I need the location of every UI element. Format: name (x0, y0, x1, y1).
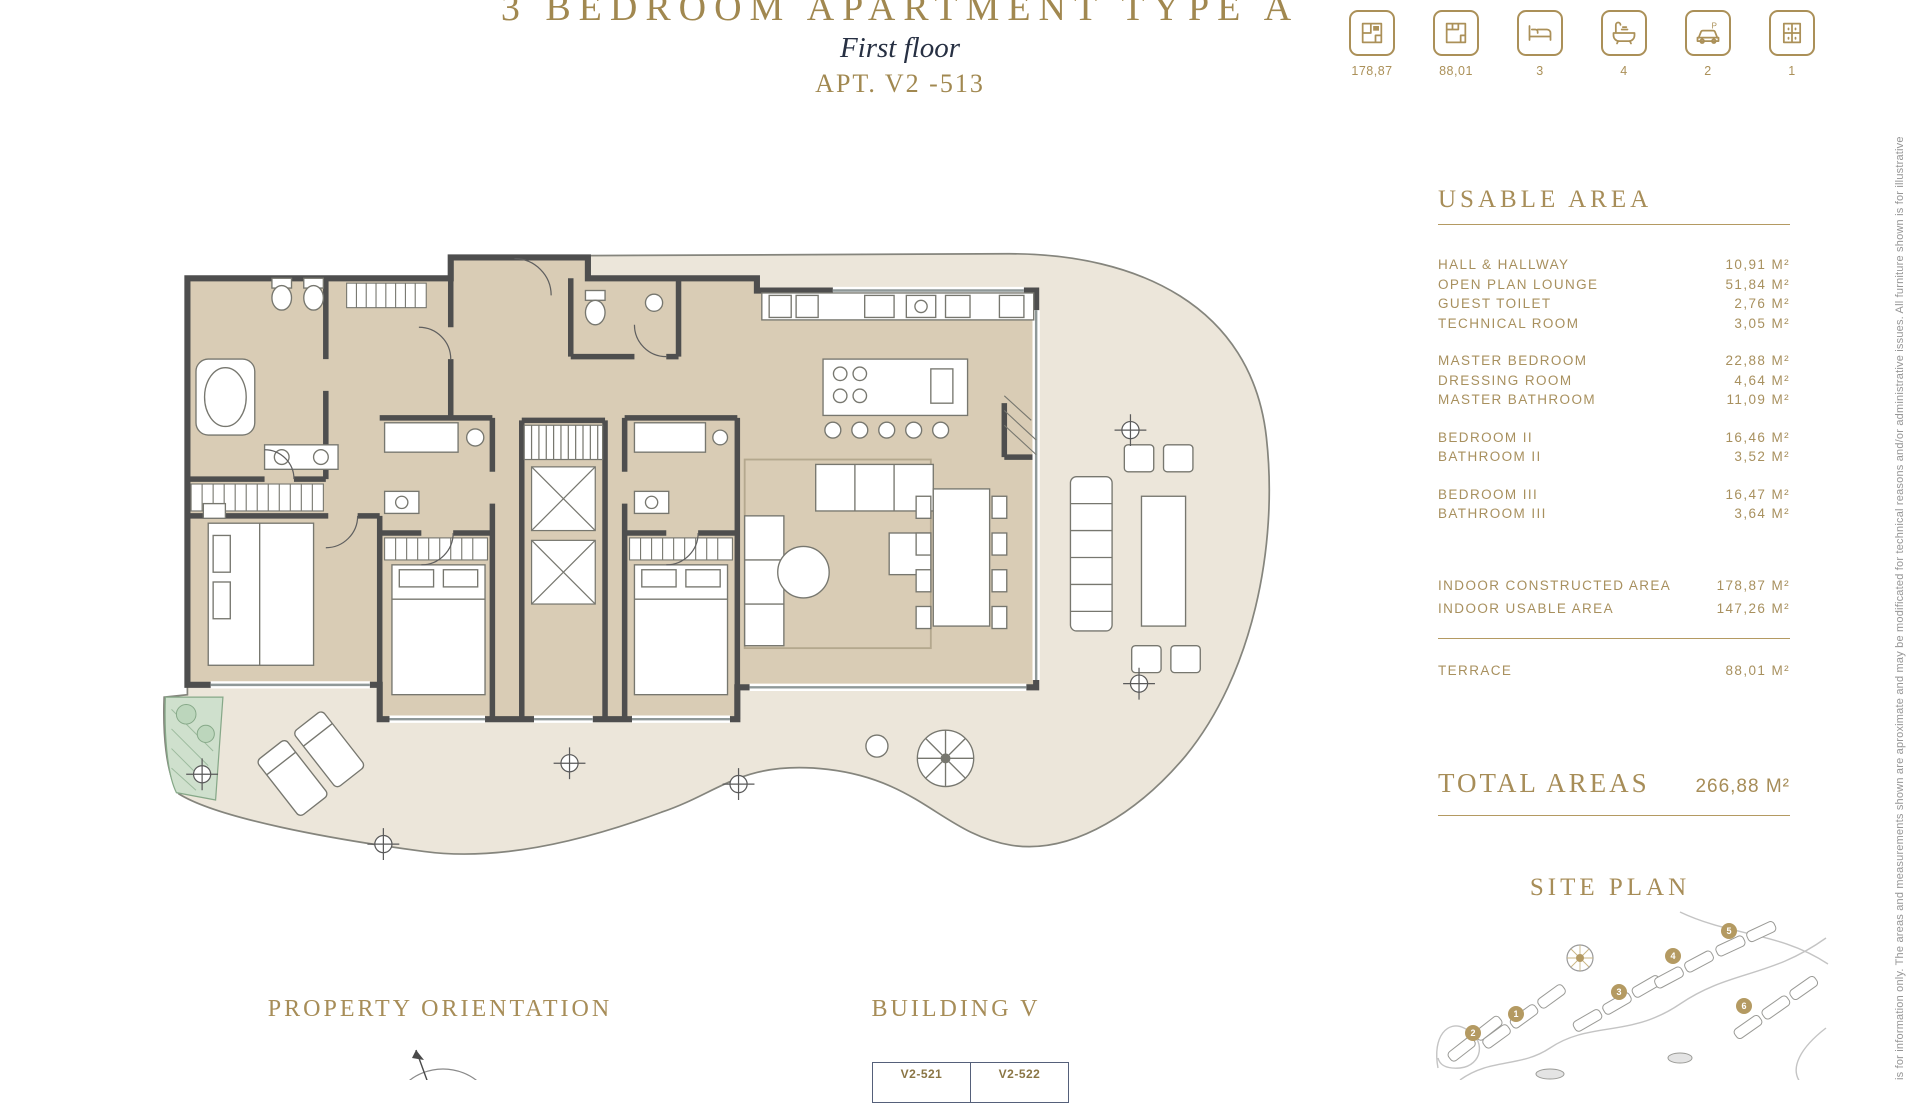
building-unit-cell: V2-521 (872, 1062, 971, 1103)
floor-plan (163, 252, 1271, 861)
site-markers: 1 2 3 4 5 6 (1465, 923, 1752, 1041)
bed-icon (1517, 10, 1563, 56)
constructed-area-value: 178,87 (1351, 64, 1393, 78)
svg-text:2: 2 (1470, 1028, 1475, 1038)
lounge-furniture (743, 458, 1008, 650)
stairs-and-lift (523, 424, 604, 605)
total-value: 266,88 M² (1695, 776, 1790, 797)
kitchen (761, 292, 1035, 439)
page-title: 3 BEDROOM APARTMENT TYPE A (500, 0, 1300, 29)
terrace-area-value: 88,01 (1439, 64, 1473, 78)
site-plan-heading: SITE PLAN (1529, 874, 1691, 901)
bathroom3-fixtures (633, 422, 729, 515)
summary-item-storage: 1 (1767, 10, 1817, 78)
total-label: TOTAL AREAS (1438, 768, 1650, 798)
bath-icon (1601, 10, 1647, 56)
legal-disclaimer: is for information only. The areas and m… (1894, 136, 1906, 1080)
apartment-number: APT. V2 -513 (815, 69, 985, 98)
summary-item-constructed: 178,87 (1347, 10, 1397, 78)
terrace-furniture (257, 444, 1201, 816)
property-orientation-heading: PROPERTY ORIENTATION (267, 996, 613, 1022)
site-plan-map: 1 2 3 4 5 6 (1436, 911, 1829, 1080)
floor-subtitle: First floor (839, 32, 961, 64)
storage-icon (1769, 10, 1815, 56)
divider (1438, 637, 1790, 639)
summary-item-bathrooms: 4 (1599, 10, 1649, 78)
title-block: 3 BEDROOM APARTMENT TYPE A First floor A… (450, 0, 1350, 99)
bathrooms-count: 4 (1620, 64, 1628, 78)
bedroom2-bed (391, 564, 486, 696)
survey-markers (186, 414, 1155, 861)
svg-text:5: 5 (1726, 926, 1731, 936)
terrace-icon (1433, 10, 1479, 56)
parking-icon: P (1685, 10, 1731, 56)
master-bed (202, 502, 315, 666)
parking-count: 2 (1704, 64, 1712, 78)
garden-area (164, 696, 224, 801)
svg-text:1: 1 (1513, 1009, 1518, 1019)
bedrooms-count: 3 (1536, 64, 1544, 78)
svg-text:P: P (1712, 21, 1718, 30)
building-unit-cell: V2-522 (970, 1062, 1069, 1103)
bedroom3-bed (633, 564, 729, 696)
summary-item-bedrooms: 3 (1515, 10, 1565, 78)
svg-text:3: 3 (1616, 987, 1621, 997)
glass-walls (210, 286, 1040, 723)
site-buildings (1447, 921, 1819, 1080)
divider (1438, 224, 1790, 225)
summary-item-terrace: 88,01 (1431, 10, 1481, 78)
summary-item-parking: P 2 (1683, 10, 1733, 78)
bathroom2-fixtures (383, 422, 485, 515)
compass-rose (409, 1049, 477, 1080)
svg-text:6: 6 (1741, 1001, 1746, 1011)
guest-toilet-fixtures (584, 289, 664, 326)
master-bathroom-fixtures (195, 277, 339, 470)
total-areas: TOTAL AREAS 266,88 M² (1438, 768, 1790, 816)
site-roads (1436, 911, 1829, 1080)
total-row: TOTAL AREAS 266,88 M² (1438, 768, 1790, 799)
door-arcs (264, 258, 699, 566)
storage-count: 1 (1788, 64, 1796, 78)
summary-icons: 178,87 88,01 3 4 P (1347, 10, 1817, 78)
floorplan-icon (1349, 10, 1395, 56)
site-compass (1566, 944, 1594, 972)
building-heading: BUILDING V (871, 996, 1041, 1022)
svg-text:4: 4 (1670, 951, 1675, 961)
building-units-table: V2-521 V2-522 (872, 1062, 1069, 1103)
usable-area-heading: USABLE AREA (1438, 186, 1653, 213)
divider (1438, 815, 1790, 816)
